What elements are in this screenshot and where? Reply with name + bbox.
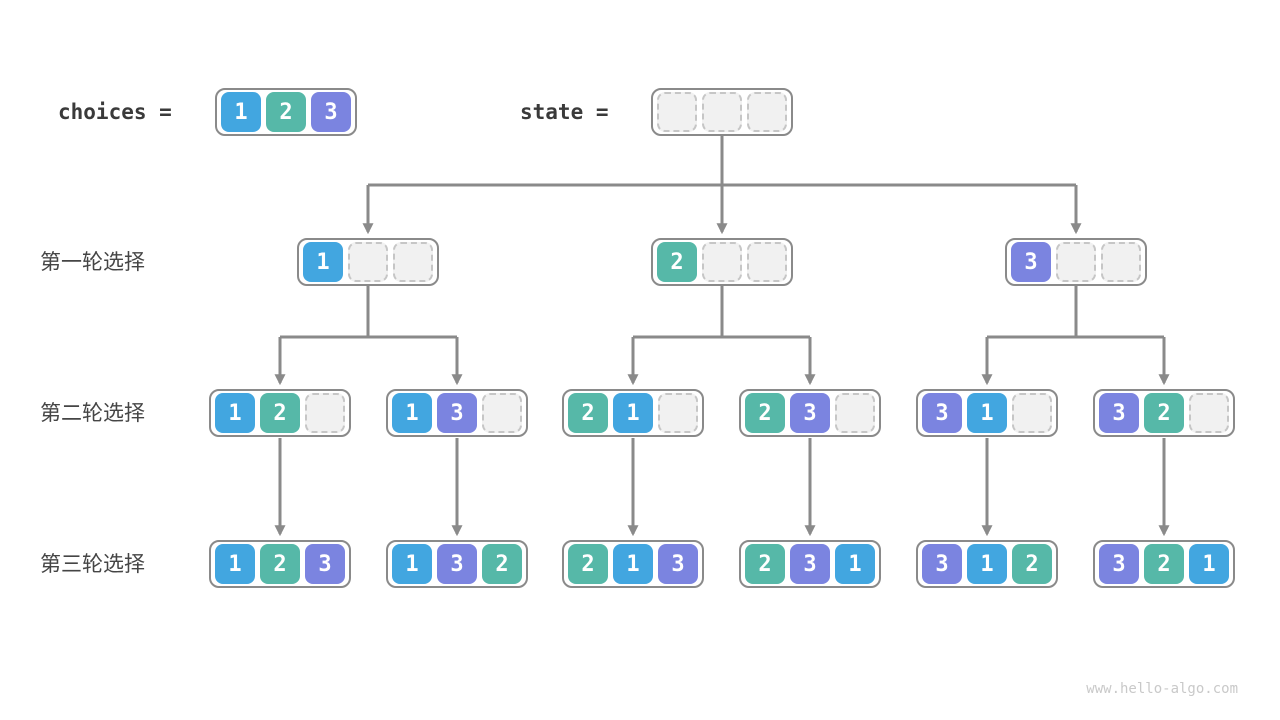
node-23: 2 3 [739, 389, 881, 437]
cell: 1 [303, 242, 343, 282]
node-31: 3 1 [916, 389, 1058, 437]
node-13: 1 3 [386, 389, 528, 437]
node-321: 3 2 1 [1093, 540, 1235, 588]
node-32: 3 2 [1093, 389, 1235, 437]
cell: 3 [1099, 544, 1139, 584]
cell: 2 [1144, 393, 1184, 433]
cell: 1 [215, 544, 255, 584]
cell: 3 [790, 393, 830, 433]
node-3: 3 [1005, 238, 1147, 286]
cell: 2 [266, 92, 306, 132]
cell [393, 242, 433, 282]
cell: 2 [1012, 544, 1052, 584]
state-label: state = [520, 100, 609, 124]
site-watermark: www.hello-algo.com [1086, 681, 1238, 697]
node-12: 1 2 [209, 389, 351, 437]
cell [482, 393, 522, 433]
cell [702, 92, 742, 132]
cell [657, 92, 697, 132]
cell: 3 [922, 544, 962, 584]
round-2-label: 第二轮选择 [40, 401, 145, 425]
round-3-label: 第三轮选择 [40, 552, 145, 576]
node-312: 3 1 2 [916, 540, 1058, 588]
cell: 1 [613, 544, 653, 584]
cell: 2 [1144, 544, 1184, 584]
cell [348, 242, 388, 282]
node-21: 2 1 [562, 389, 704, 437]
cell: 2 [482, 544, 522, 584]
cell [1101, 242, 1141, 282]
cell [747, 242, 787, 282]
cell: 2 [568, 544, 608, 584]
cell: 3 [437, 393, 477, 433]
state-box [651, 88, 793, 136]
cell: 1 [835, 544, 875, 584]
cell: 3 [311, 92, 351, 132]
cell: 1 [967, 544, 1007, 584]
cell: 2 [657, 242, 697, 282]
cell: 3 [437, 544, 477, 584]
cell [1189, 393, 1229, 433]
cell: 3 [305, 544, 345, 584]
cell: 1 [221, 92, 261, 132]
round-1-label: 第一轮选择 [40, 250, 145, 274]
cell: 2 [260, 393, 300, 433]
cell: 3 [658, 544, 698, 584]
cell: 1 [967, 393, 1007, 433]
node-123: 1 2 3 [209, 540, 351, 588]
node-132: 1 3 2 [386, 540, 528, 588]
node-2: 2 [651, 238, 793, 286]
cell [1012, 393, 1052, 433]
cell: 1 [613, 393, 653, 433]
cell: 2 [260, 544, 300, 584]
cell: 1 [215, 393, 255, 433]
node-231: 2 3 1 [739, 540, 881, 588]
cell [702, 242, 742, 282]
cell: 1 [1189, 544, 1229, 584]
cell [658, 393, 698, 433]
cell: 3 [1099, 393, 1139, 433]
cell [305, 393, 345, 433]
cell: 2 [745, 544, 785, 584]
cell: 3 [1011, 242, 1051, 282]
cell: 2 [568, 393, 608, 433]
node-213: 2 1 3 [562, 540, 704, 588]
choices-label: choices = [58, 100, 172, 124]
cell [747, 92, 787, 132]
cell: 1 [392, 393, 432, 433]
cell: 3 [922, 393, 962, 433]
cell [1056, 242, 1096, 282]
node-1: 1 [297, 238, 439, 286]
choices-box: 1 2 3 [215, 88, 357, 136]
cell [835, 393, 875, 433]
cell: 1 [392, 544, 432, 584]
cell: 3 [790, 544, 830, 584]
cell: 2 [745, 393, 785, 433]
